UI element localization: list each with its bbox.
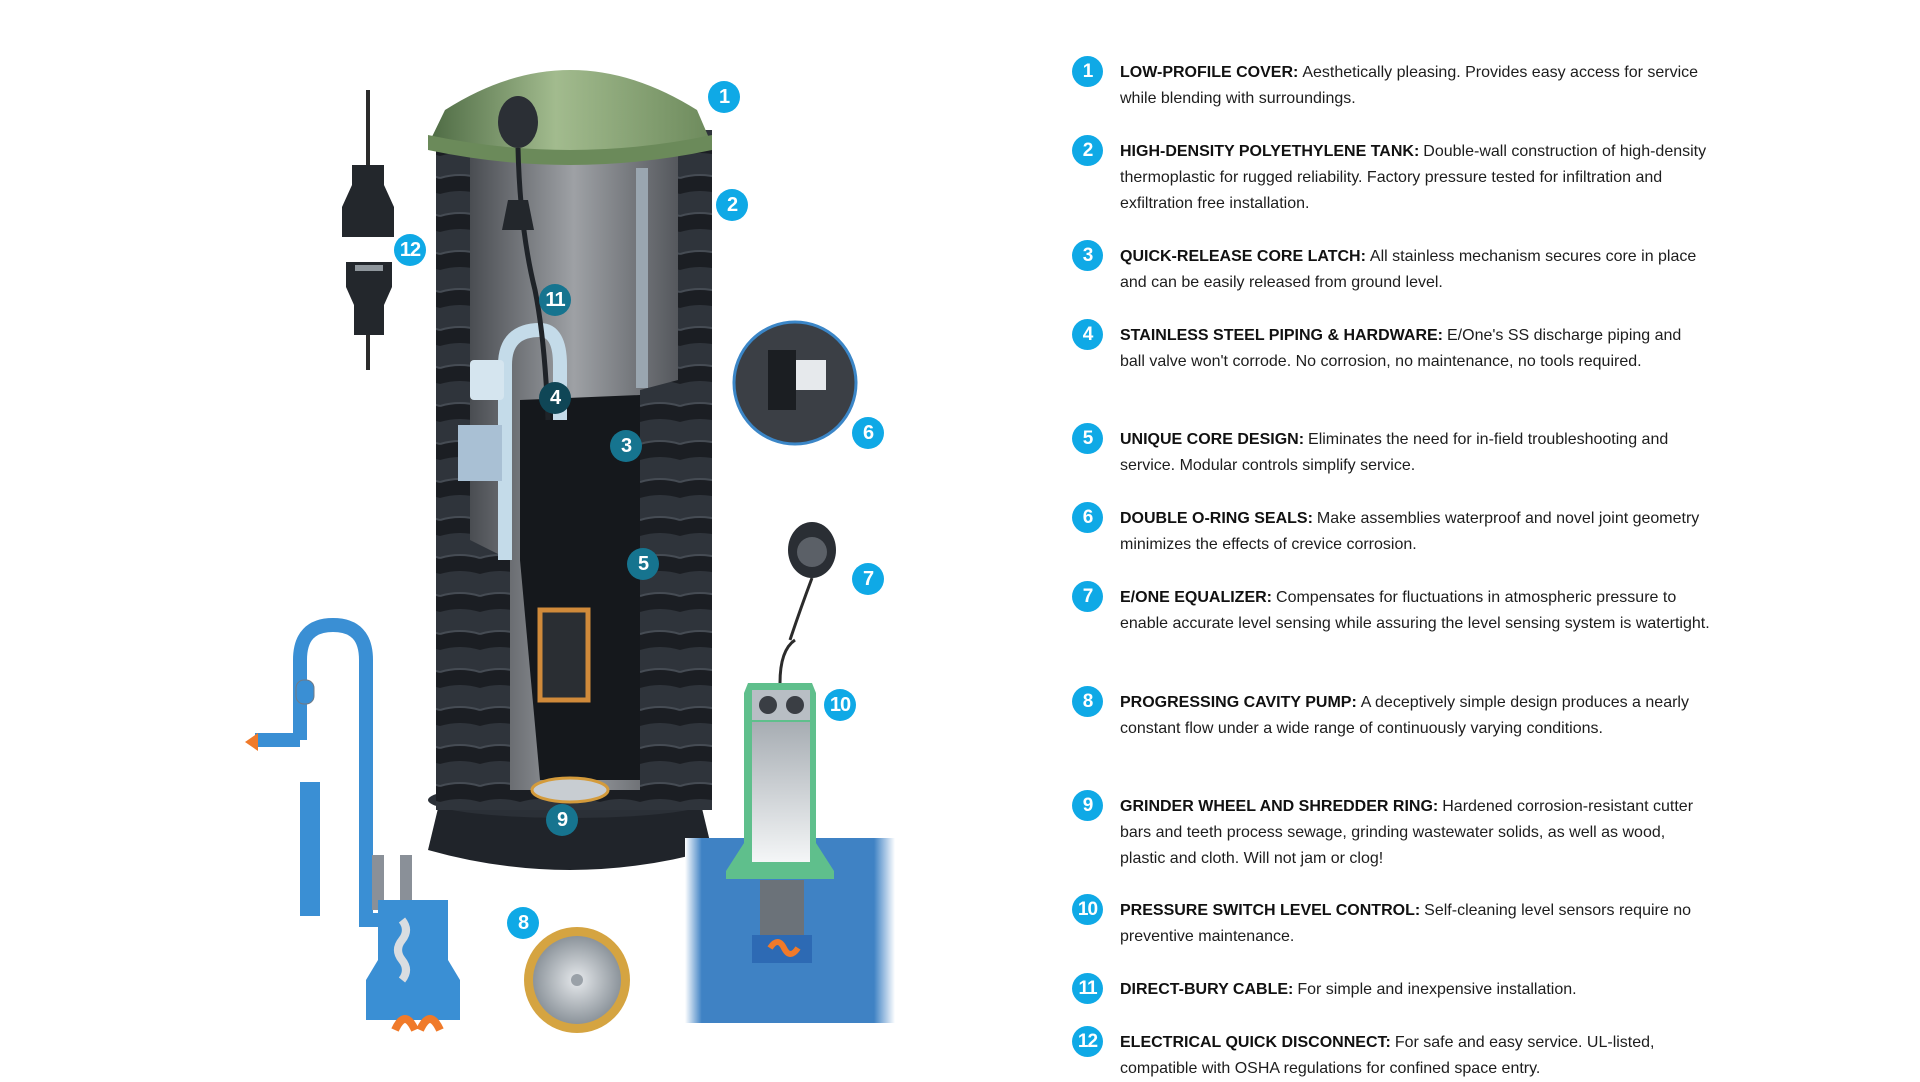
feature-number-badge: 8 (1072, 686, 1103, 717)
callout-6: 6 (852, 417, 884, 449)
callout-9: 9 (546, 804, 578, 836)
feature-number-badge: 6 (1072, 502, 1103, 533)
callout-4: 4 (539, 382, 571, 414)
feature-number-badge: 10 (1072, 894, 1103, 925)
callout-2: 2 (716, 189, 748, 221)
feature-number-badge: 11 (1072, 973, 1103, 1004)
low-profile-cover (428, 70, 712, 160)
cavity-pump-cutaway (366, 900, 460, 1020)
callout-1: 1 (708, 81, 740, 113)
feature-description: Aesthetically pleasing. Provides easy ac… (1120, 64, 1699, 107)
feature-title: PROGRESSING CAVITY PUMP: (1120, 694, 1357, 711)
discharge-loop-pipe (293, 617, 420, 927)
callout-11: 11 (539, 284, 571, 316)
feature-title: ELECTRICAL QUICK DISCONNECT: (1120, 1034, 1391, 1051)
grinder-wheel (530, 776, 610, 804)
feature-title: PRESSURE SWITCH LEVEL CONTROL: (1120, 902, 1421, 919)
callout-10: 10 (824, 689, 856, 721)
feature-number-badge: 12 (1072, 1026, 1103, 1057)
feature-description: A deceptively simple design produces a n… (1120, 694, 1689, 737)
feature-description: All stainless mechanism secures core in … (1120, 248, 1697, 291)
feature-description: Double-wall construction of high-density… (1120, 143, 1707, 212)
feature-title: E/ONE EQUALIZER: (1120, 589, 1273, 606)
feature-number-badge: 1 (1072, 56, 1103, 87)
feature-title: LOW-PROFILE COVER: (1120, 64, 1299, 81)
feature-number-badge: 4 (1072, 319, 1103, 350)
feature-number-badge: 2 (1072, 135, 1103, 166)
callout-12: 12 (394, 234, 426, 266)
feature-title: DIRECT-BURY CABLE: (1120, 981, 1294, 998)
feature-number-badge: 7 (1072, 581, 1103, 612)
pump-motor (537, 607, 591, 703)
callout-3: 3 (610, 430, 642, 462)
flow-out-arrow-icon (245, 733, 258, 751)
feature-title: STAINLESS STEEL PIPING & HARDWARE: (1120, 327, 1443, 344)
callout-5: 5 (627, 548, 659, 580)
feature-description: Compensates for fluctuations in atmosphe… (1120, 589, 1710, 632)
feature-number-badge: 9 (1072, 790, 1103, 821)
feature-description: E/One's SS discharge piping and ball val… (1120, 327, 1682, 370)
feature-number-badge: 5 (1072, 423, 1103, 454)
feature-number-badge: 3 (1072, 240, 1103, 271)
feature-description: Hardened corrosion-resistant cutter bars… (1120, 798, 1694, 867)
feature-description: For simple and inexpensive installation. (1297, 981, 1577, 998)
pipe-segment (300, 782, 320, 916)
feature-list: 1 LOW-PROFILE COVER:Aesthetically pleasi… (1070, 0, 1890, 1080)
equalizer-on-lid (498, 96, 538, 148)
direct-bury-cable (515, 147, 551, 421)
feature-description: Eliminates the need for in-field trouble… (1120, 431, 1669, 474)
callout-7: 7 (852, 563, 884, 595)
feature-description: Make assemblies waterproof and novel joi… (1120, 510, 1700, 553)
feature-title: UNIQUE CORE DESIGN: (1120, 431, 1305, 448)
pump-station-illustration: 1 2 3 4 5 6 7 8 9 10 11 12 (245, 70, 895, 1033)
feature-title: QUICK-RELEASE CORE LATCH: (1120, 248, 1366, 265)
quick-disconnect-socket (346, 262, 392, 335)
feature-title: DOUBLE O-RING SEALS: (1120, 510, 1313, 527)
cutaway-drawing (245, 70, 895, 1033)
feature-title: HIGH-DENSITY POLYETHYLENE TANK: (1120, 143, 1420, 160)
feature-description: For safe and easy service. UL-listed, co… (1120, 1034, 1655, 1077)
tank-base (428, 800, 712, 870)
callout-8: 8 (507, 907, 539, 939)
feature-description: Self-cleaning level sensors require no p… (1120, 902, 1691, 945)
quick-disconnect-plug (342, 165, 394, 237)
feature-title: GRINDER WHEEL AND SHREDDER RING: (1120, 798, 1439, 815)
